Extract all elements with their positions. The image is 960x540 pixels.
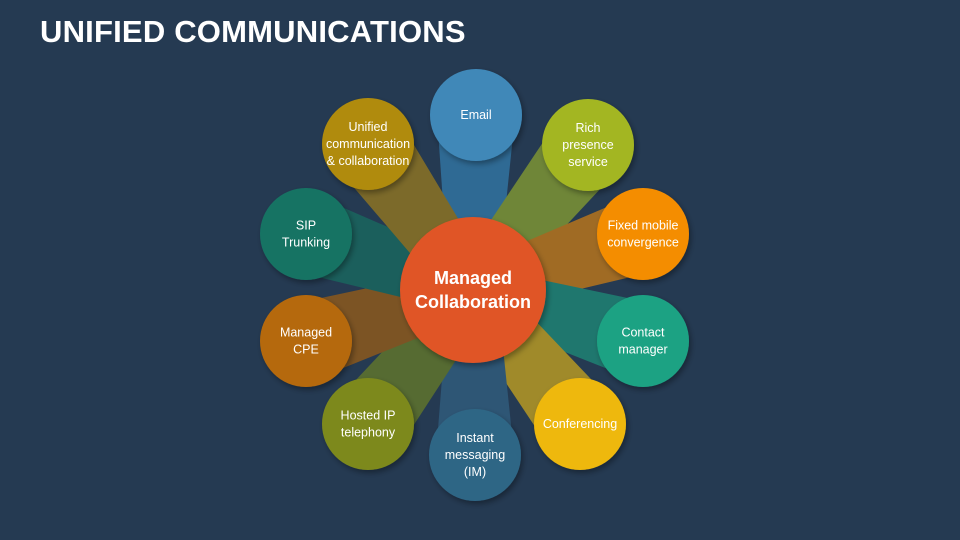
node-label: Contact [621,326,665,340]
node-circle [322,378,414,470]
node-circle [260,295,352,387]
node-label: manager [618,343,667,357]
node-circle [542,99,634,191]
node-circle [534,378,626,470]
node-label: Instant [456,431,494,445]
node-email: Email [430,69,522,161]
node-circle [322,98,414,190]
center-label: Managed [434,268,512,288]
node-label: communication [326,137,410,151]
center-label: Collaboration [415,292,531,312]
node-circle [597,188,689,280]
node-label: Conferencing [543,417,617,431]
node-label: Unified [349,120,388,134]
node-contact-manager: Contact manager [597,295,689,387]
node-label: SIP [296,219,316,233]
node-circle [260,188,352,280]
node-label: (IM) [464,465,486,479]
node-label: Trunking [282,236,330,250]
node-label: & collaboration [327,154,410,168]
node-circle [597,295,689,387]
node-unified-communication-collaboration: Unified communication & collaboration [322,98,414,190]
node-label: messaging [445,448,505,462]
node-rich-presence-service: Rich presence service [542,99,634,191]
node-label: service [568,155,608,169]
slide-title: UNIFIED COMMUNICATIONS [40,14,466,49]
node-label: Rich [575,121,600,135]
node-label: Email [460,108,491,122]
node-fixed-mobile-convergence: Fixed mobile convergence [597,188,689,280]
node-sip-trunking: SIP Trunking [260,188,352,280]
center-circle [400,217,546,363]
node-circle [430,69,522,161]
node-label: Fixed mobile [608,219,679,233]
node-label: Hosted IP [341,409,396,423]
node-conferencing: Conferencing [534,378,626,470]
node-hosted-ip-telephony: Hosted IP telephony [322,378,414,470]
node-label: telephony [341,426,396,440]
node-circle [429,409,521,501]
node-label: convergence [607,236,679,250]
node-label: presence [562,138,613,152]
node-label: CPE [293,343,319,357]
node-instant-messaging-im-: Instant messaging (IM) [429,409,521,501]
node-label: Managed [280,326,332,340]
